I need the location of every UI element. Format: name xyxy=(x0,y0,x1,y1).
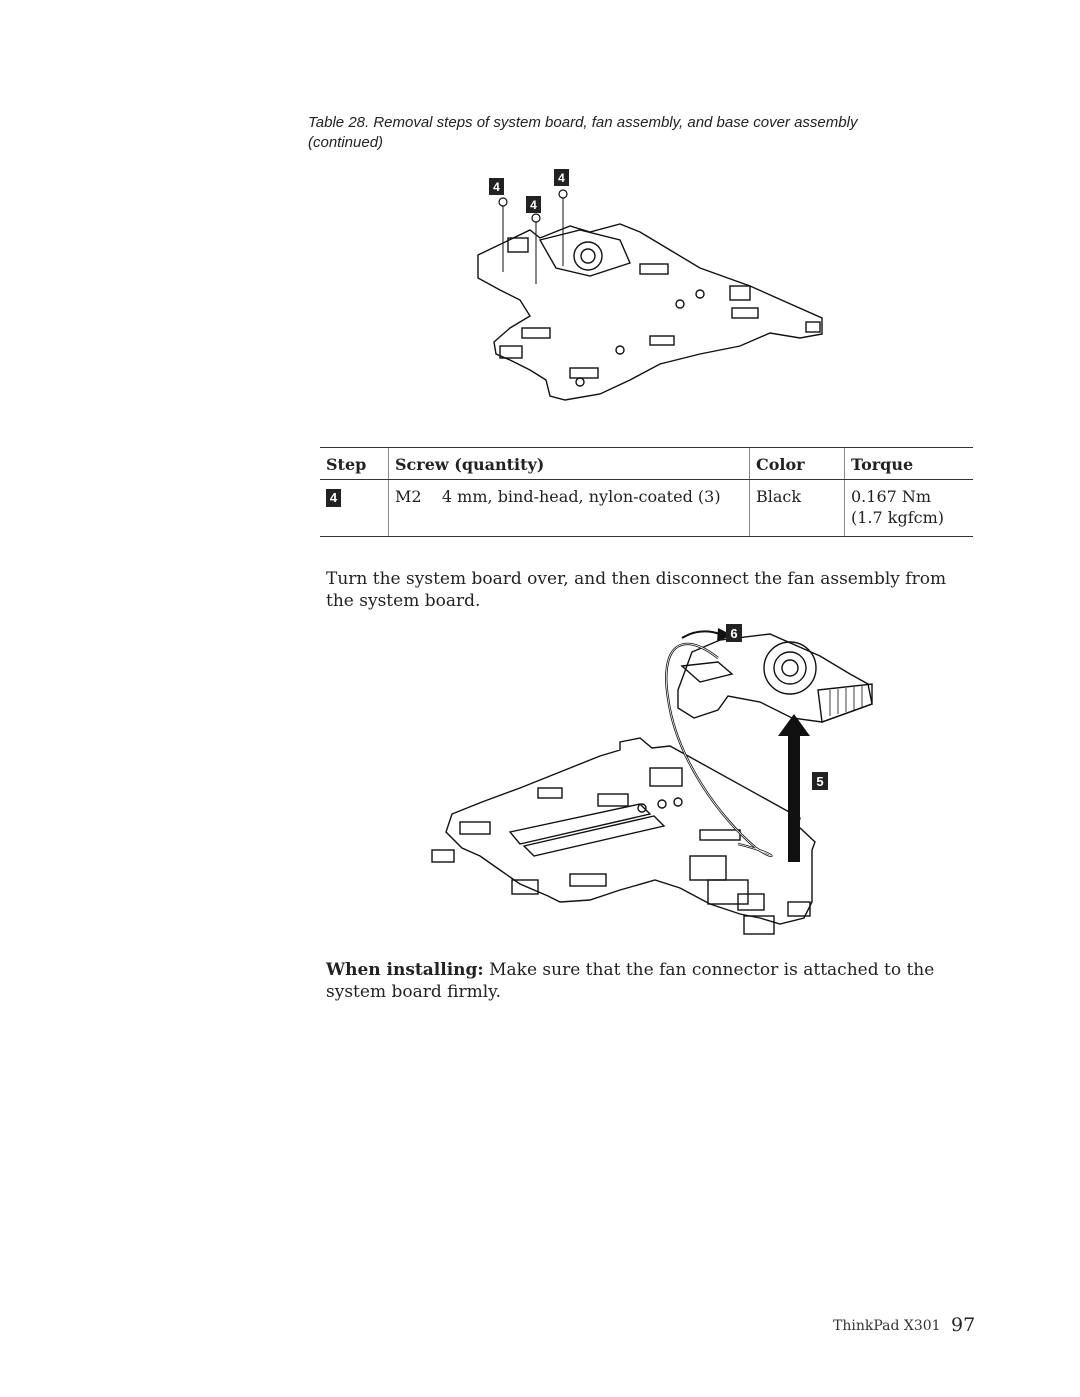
torque-cell: 0.167 Nm (1.7 kgfcm) xyxy=(844,479,973,537)
table-row: 4 M2 4 mm, bind-head, nylon-coated (3) B… xyxy=(320,479,973,537)
callout-step-4: 4 xyxy=(558,171,565,185)
installation-note: When installing: Make sure that the fan … xyxy=(326,959,956,1003)
step-cell: 4 xyxy=(320,479,389,537)
installation-note-text: Make sure that the fan connector is atta… xyxy=(326,960,935,1002)
installation-note-label: When installing: xyxy=(326,960,484,980)
callout-step-5: 5 xyxy=(816,774,823,789)
torque-kgfcm: (1.7 kgfcm) xyxy=(851,508,945,527)
callout-step-4: 4 xyxy=(530,198,537,212)
header-color: Color xyxy=(749,447,845,480)
table-header-row: Step Screw (quantity) Color Torque xyxy=(320,447,973,480)
header-screw: Screw (quantity) xyxy=(388,447,750,480)
header-torque: Torque xyxy=(844,447,973,480)
fan-assembly-removal-illustration: 6 5 xyxy=(431,624,873,935)
page-number: 97 xyxy=(951,1314,976,1336)
callout-step-6: 6 xyxy=(730,626,737,641)
footer-product-name: ThinkPad X301 xyxy=(833,1318,941,1334)
step-badge: 4 xyxy=(326,489,341,507)
torque-nm: 0.167 Nm xyxy=(851,487,932,506)
header-step: Step xyxy=(320,447,389,480)
screw-cell: M2 4 mm, bind-head, nylon-coated (3) xyxy=(388,479,750,537)
instruction-paragraph: Turn the system board over, and then dis… xyxy=(326,569,947,611)
table-caption: Table 28. Removal steps of system board,… xyxy=(308,114,858,151)
callout-step-4: 4 xyxy=(493,180,500,194)
color-cell: Black xyxy=(749,479,845,537)
screw-table: Step Screw (quantity) Color Torque 4 M2 … xyxy=(320,447,973,537)
system-board-screws-illustration: 4 4 4 xyxy=(477,169,823,401)
